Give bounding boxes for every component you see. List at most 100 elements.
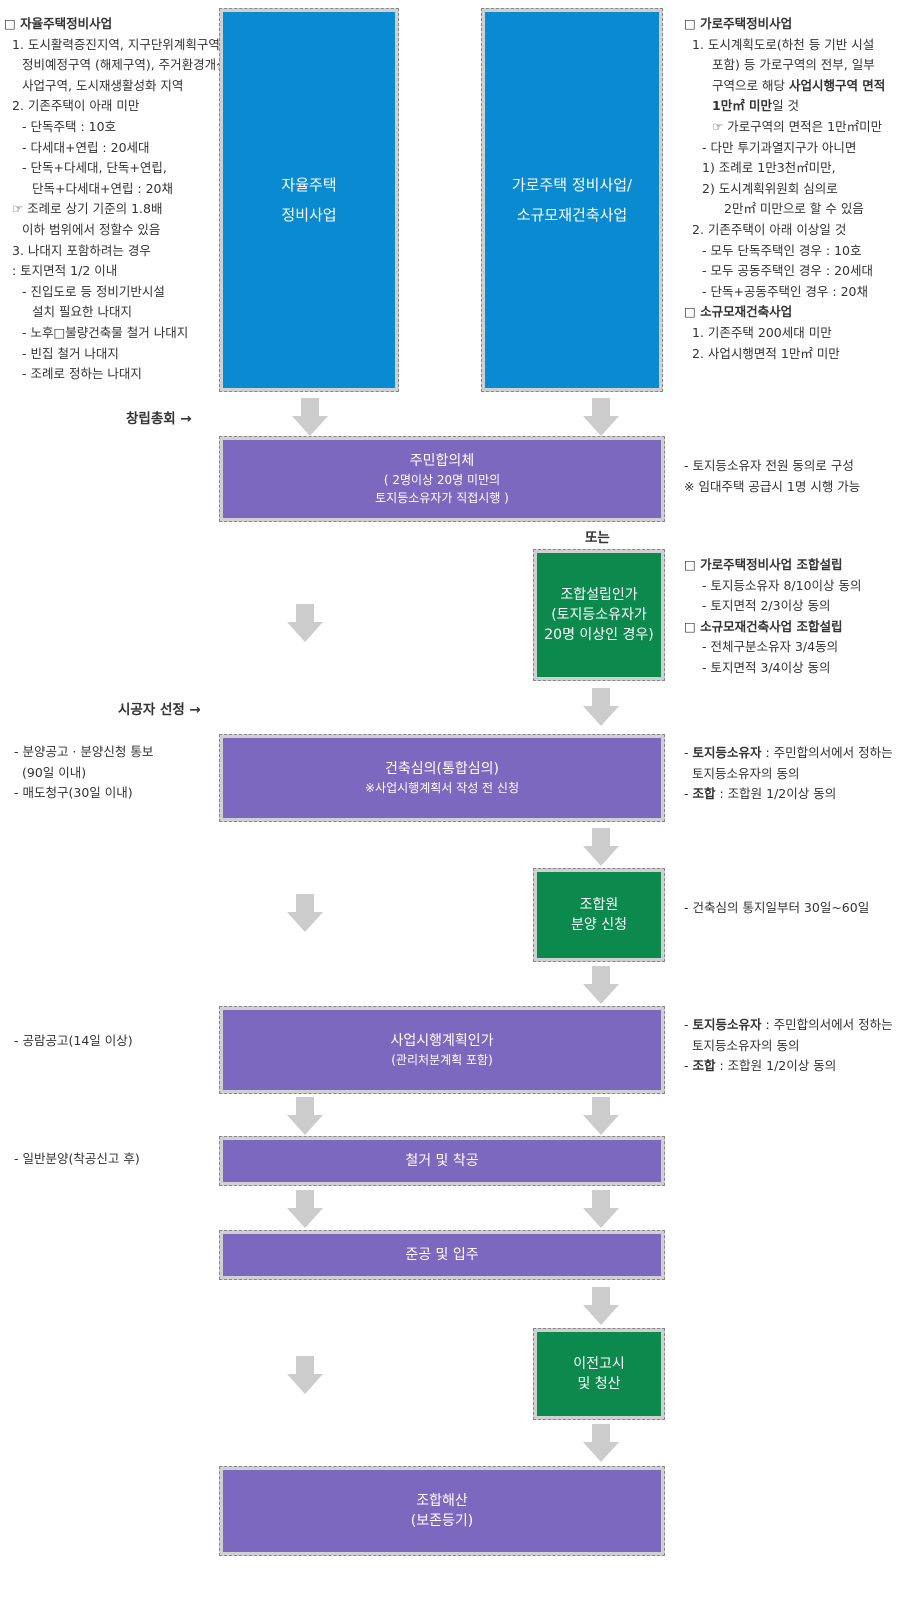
note-text: - — [684, 745, 693, 760]
box-line: 가로주택 정비사업/ — [511, 176, 633, 194]
note-line: - 토지면적 2/3이상 동의 — [702, 598, 831, 614]
down-arrow-icon — [583, 1190, 619, 1228]
note-text: : 주민합의서에서 정하는 — [761, 1017, 893, 1032]
down-arrow-icon — [287, 1190, 323, 1228]
note-line: - 토지등소유자 전원 동의로 구성 — [684, 458, 854, 473]
box-line: 조합설립인가 — [560, 587, 638, 603]
box-line: (보존등기) — [410, 1513, 474, 1529]
note-heading: □ 가로주택정비사업 — [684, 16, 793, 31]
street-housing-criteria-note: □ 가로주택정비사업 1. 도시계획도로(하천 등 기반 시설 포함) 등 가로… — [684, 14, 885, 364]
note-emphasis: 토지등소유자 — [692, 745, 762, 760]
note-line: 이하 범위에서 정할수 있음 — [22, 221, 161, 237]
note-line: - 단독+공동주택인 경우 : 20채 — [702, 283, 868, 299]
note-line: 2. 기존주택이 아래 이상일 것 — [692, 221, 847, 237]
note-text: : 주민합의서에서 정하는 — [761, 745, 893, 760]
down-arrow-icon — [583, 1287, 619, 1325]
down-arrow-icon — [583, 688, 619, 726]
note-line: - 매도청구(30일 이내) — [14, 785, 133, 801]
note-line: : 토지면적 1/2 이내 — [12, 263, 118, 279]
note-line: ※ 임대주택 공급시 1명 시행 가능 — [684, 478, 861, 494]
note-line: - 분양공고 · 분양신청 통보 — [14, 744, 154, 759]
note-line: ☞ 가로구역의 면적은 1만㎡미만 — [712, 118, 883, 134]
box-line: 소규모재건축사업 — [516, 206, 628, 224]
box-line: 주민합의체 — [409, 453, 475, 469]
self-housing-criteria-note: □ 자율주택정비사업 1. 도시활력증진지역, 지구단위계획구역, 정비예정구역… — [4, 14, 228, 385]
note-line: - 조례로 정하는 나대지 — [22, 366, 142, 382]
note-line: 1. 도시활력증진지역, 지구단위계획구역, — [12, 36, 224, 52]
project-right-note: - 토지등소유자 : 주민합의서에서 정하는 토지등소유자의 동의 - 조합 :… — [684, 1015, 893, 1077]
note-line: 토지등소유자의 동의 — [692, 765, 800, 781]
note-heading: □ 소규모재건축사업 조합설립 — [684, 618, 843, 634]
down-arrow-icon — [583, 828, 619, 866]
note-heading: □ 가로주택정비사업 조합설립 — [684, 557, 843, 572]
box-line: 및 청산 — [577, 1376, 621, 1392]
association-criteria-note: □ 가로주택정비사업 조합설립 - 토지등소유자 8/10이상 동의 - 토지면… — [684, 555, 862, 679]
note-line: - 조합 : 조합원 1/2이상 동의 — [684, 784, 893, 805]
note-line: - 모두 단독주택인 경우 : 10호 — [702, 242, 862, 258]
box-line: ※사업시행계획서 작성 전 신청 — [365, 781, 519, 795]
note-text: : 조합원 1/2이상 동의 — [715, 1058, 837, 1074]
resident-council-box: 주민합의체 ( 2명이상 20명 미만의 토지등소유자가 직접시행 ) — [219, 436, 665, 522]
note-line: 1만㎡ 미만일 것 — [684, 96, 885, 117]
down-arrow-icon — [287, 1097, 323, 1135]
down-arrow-icon — [287, 1356, 323, 1394]
note-line: 2. 사업시행면적 1만㎡ 미만 — [692, 345, 840, 361]
note-line: - 노후□불량건축물 철거 나대지 — [22, 324, 189, 340]
note-line: - 다만 투기과열지구가 아니면 — [702, 139, 857, 155]
member-sale-box: 조합원 분양 신청 — [533, 868, 665, 962]
street-housing-box: 가로주택 정비사업/ 소규모재건축사업 — [481, 8, 663, 392]
down-arrow-icon — [287, 894, 323, 932]
box-line: 건축심의(통합심의) — [385, 761, 499, 777]
note-line: 설치 필요한 나대지 — [32, 304, 132, 320]
dissolution-box: 조합해산 (보존등기) — [219, 1466, 665, 1556]
note-line: 1. 도시계획도로(하천 등 기반 시설 — [692, 36, 875, 52]
note-line: 단독+다세대+연립 : 20채 — [32, 180, 174, 196]
note-line: - 조합 : 조합원 1/2이상 동의 — [684, 1056, 893, 1077]
note-emphasis: 토지등소유자 — [692, 1017, 762, 1032]
note-line: (90일 이내) — [22, 764, 87, 780]
note-heading: □ 자율주택정비사업 — [4, 16, 113, 31]
box-line: 분양 신청 — [571, 917, 627, 933]
note-line: 2. 기존주택이 아래 미만 — [12, 98, 140, 114]
project-approval-box: 사업시행계획인가 (관리처분계획 포함) — [219, 1006, 665, 1094]
project-left-note: - 공람공고(14일 이상) — [14, 1033, 133, 1048]
note-line: - 토지등소유자 8/10이상 동의 — [702, 577, 862, 593]
contractor-selection-label: 시공자 선정 → — [118, 702, 201, 718]
note-line: - 빈집 철거 나대지 — [22, 345, 119, 361]
note-line: 사업구역, 도시재생활성화 지역 — [22, 77, 184, 93]
down-arrow-icon — [583, 398, 619, 436]
member-sale-note: - 건축심의 통지일부터 30일~60일 — [684, 900, 870, 915]
note-text: - — [684, 1017, 693, 1032]
note-text: : 조합원 1/2이상 동의 — [715, 786, 837, 802]
box-line: 자율주택 — [281, 176, 337, 194]
box-line: ( 2명이상 20명 미만의 — [383, 473, 501, 487]
note-text: - — [684, 786, 693, 802]
note-line: - 토지등소유자 : 주민합의서에서 정하는 — [684, 1015, 893, 1036]
down-arrow-icon — [583, 1097, 619, 1135]
box-line: (토지등소유자가 — [551, 607, 647, 623]
note-line: - 다세대+연립 : 20세대 — [22, 139, 150, 155]
completion-box: 준공 및 입주 — [219, 1230, 665, 1280]
box-line: 조합해산 — [416, 1493, 468, 1509]
down-arrow-icon — [287, 604, 323, 642]
demolition-box: 철거 및 착공 — [219, 1136, 665, 1186]
note-line: 구역으로 해당 사업시행구역 면적 — [684, 76, 885, 97]
note-line: - 전체구분소유자 3/4동의 — [702, 639, 839, 655]
down-arrow-icon — [583, 1424, 619, 1462]
box-line: 토지등소유자가 직접시행 ) — [375, 491, 509, 505]
note-line: 3. 나대지 포함하려는 경우 — [12, 242, 151, 258]
demolition-left-note: - 일반분양(착공신고 후) — [14, 1151, 140, 1166]
resident-council-note: - 토지등소유자 전원 동의로 구성 ※ 임대주택 공급시 1명 시행 가능 — [684, 456, 860, 497]
transfer-settlement-box: 이전고시 및 청산 — [533, 1328, 665, 1420]
note-line: - 토지면적 3/4이상 동의 — [702, 659, 831, 675]
architecture-left-note: - 분양공고 · 분양신청 통보 (90일 이내) - 매도청구(30일 이내) — [14, 742, 153, 804]
founding-meeting-label: 창립총회 → — [126, 411, 192, 427]
note-emphasis: 1만㎡ 미만 — [712, 98, 773, 114]
note-line: - 단독주택 : 10호 — [22, 118, 117, 134]
box-line: (관리처분계획 포함) — [391, 1053, 493, 1067]
note-emphasis: 조합 — [692, 786, 716, 802]
note-line: 토지등소유자의 동의 — [692, 1037, 800, 1053]
box-line: 사업시행계획인가 — [390, 1033, 494, 1049]
note-text: 구역으로 해당 — [712, 77, 789, 93]
association-approval-box: 조합설립인가 (토지등소유자가 20명 이상인 경우) — [533, 549, 665, 681]
